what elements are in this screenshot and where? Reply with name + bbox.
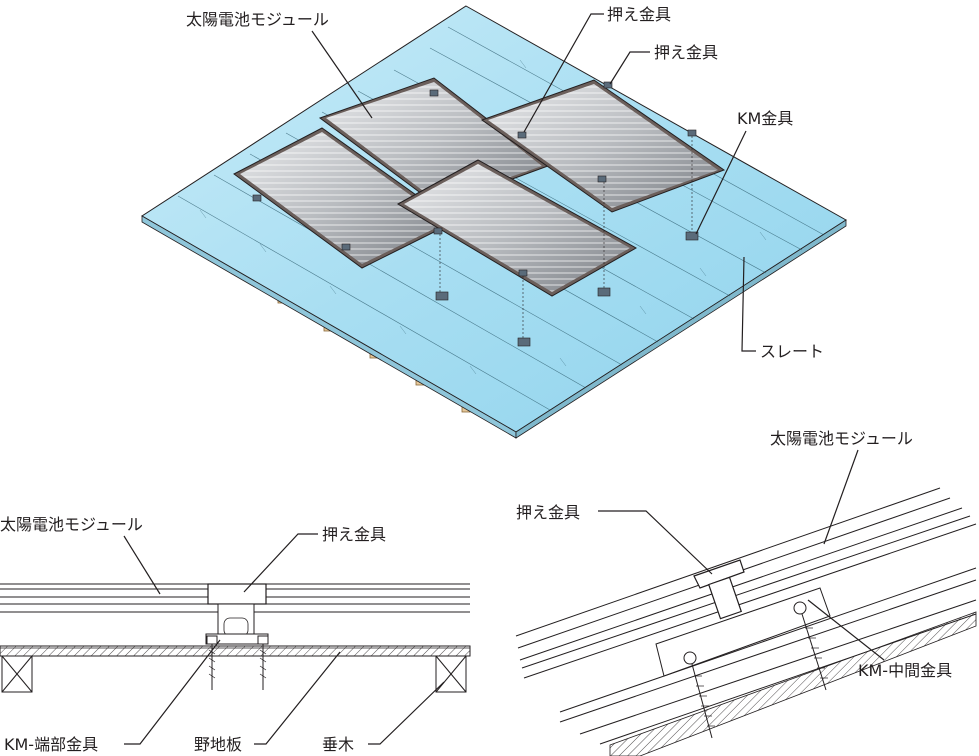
front-section: 太陽電池モジュール 押え金具 KM-端部金具 野地板 垂木	[0, 515, 471, 754]
front-leader-sheathing	[254, 651, 341, 745]
side-leader-clamp	[598, 510, 713, 575]
side-middle-bracket	[655, 587, 831, 677]
solar-module-back-right	[480, 79, 726, 213]
solar-module-front-right	[396, 159, 638, 297]
front-sheathing-board	[0, 645, 471, 657]
iso-label-km-bracket: KM金具	[737, 109, 793, 128]
front-clamp	[207, 583, 267, 605]
front-leader-module	[123, 535, 161, 595]
side-section: 太陽電池モジュール 押え金具 KM-中間金具	[515, 429, 977, 756]
side-clamp	[693, 559, 745, 620]
front-leader-rafter	[368, 681, 445, 745]
side-slate-hatch	[609, 611, 977, 756]
slate-roof-edge-right	[515, 219, 847, 439]
side-leader-middle-bracket	[807, 599, 885, 661]
iso-dashed-guides	[439, 136, 693, 338]
isometric-view: 太陽電池モジュール 押え金具 押え金具 KM金具 スレート	[141, 5, 847, 439]
front-leader-end-bracket	[124, 639, 221, 745]
iso-label-module: 太陽電池モジュール	[186, 10, 329, 29]
front-label-clamp: 押え金具	[322, 525, 386, 544]
solar-module-front-left	[233, 127, 455, 269]
iso-leader-clamp-top	[523, 13, 604, 133]
iso-leader-module	[311, 30, 373, 119]
side-leader-module	[823, 449, 859, 545]
iso-leader-clamp-right	[609, 51, 650, 85]
side-label-clamp: 押え金具	[516, 503, 580, 522]
front-label-rafter: 垂木	[322, 735, 354, 754]
iso-label-clamp-right: 押え金具	[654, 43, 718, 62]
front-label-end-bracket: KM-端部金具	[4, 735, 98, 754]
front-rafter-right	[435, 655, 467, 693]
front-rafter-left	[1, 655, 33, 693]
front-label-module: 太陽電池モジュール	[0, 515, 143, 534]
iso-label-slate: スレート	[760, 342, 824, 361]
front-label-sheathing: 野地板	[194, 735, 242, 754]
iso-leader-km-bracket	[695, 130, 747, 235]
front-leader-clamp	[243, 533, 318, 593]
iso-leader-slate	[741, 256, 756, 352]
side-label-module: 太陽電池モジュール	[770, 429, 913, 448]
iso-label-clamp-top: 押え金具	[607, 5, 671, 24]
side-label-middle-bracket: KM-中間金具	[858, 661, 952, 680]
